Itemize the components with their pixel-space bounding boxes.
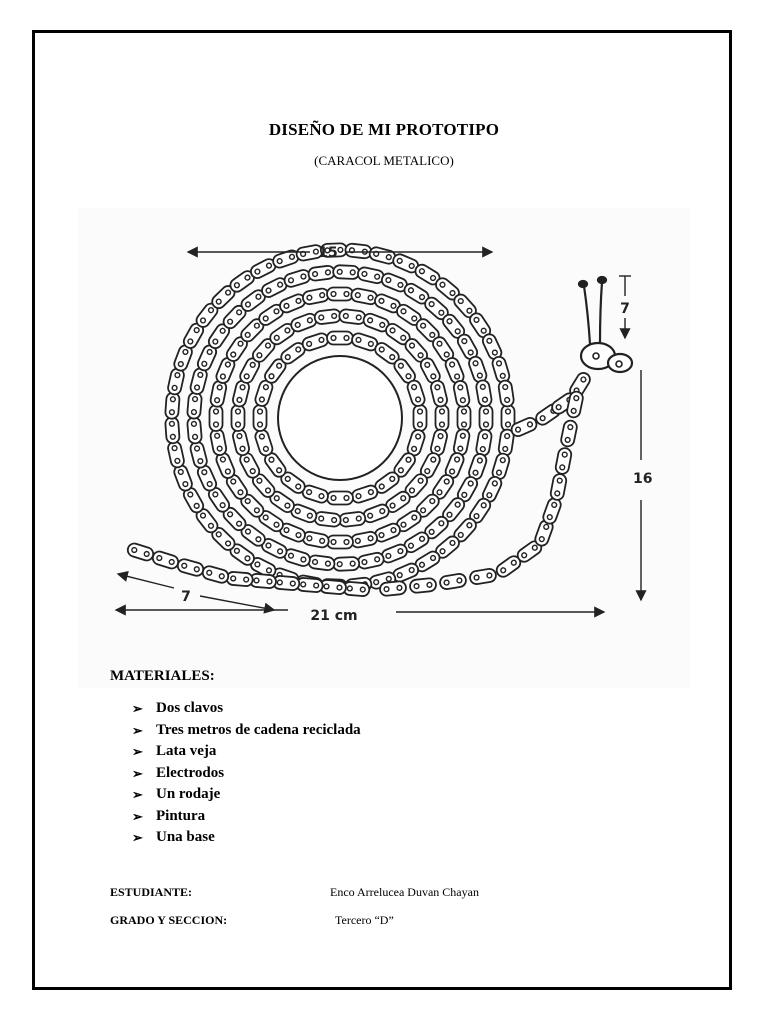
dimension-antenna: 7 [620, 301, 630, 317]
list-item: ➢Lata veja [132, 741, 361, 763]
student-label: ESTUDIANTE: [110, 885, 193, 899]
arrow-bullet-icon: ➢ [132, 744, 143, 760]
page-title: DISEÑO DE MI PROTOTIPO [268, 120, 500, 139]
list-item: ➢Electrodos [132, 763, 361, 785]
snail-head [579, 341, 634, 374]
arrow-bullet-icon: ➢ [132, 701, 143, 717]
snail-antennae [577, 275, 608, 345]
dimension-height: 16 [633, 471, 652, 487]
list-item: ➢Un rodaje [132, 784, 361, 806]
grade-label: GRADO Y SECCION: [110, 913, 228, 927]
arrow-bullet-icon: ➢ [132, 765, 143, 781]
arrow-bullet-icon: ➢ [132, 787, 143, 803]
arrow-bullet-icon: ➢ [132, 830, 143, 846]
list-item: ➢Dos clavos [132, 698, 361, 720]
dimension-labels: 15 7 16 7 21 cm [181, 245, 652, 624]
page-subtitle: (CARACOL METALICO) [314, 153, 454, 168]
shell-center-hole [277, 355, 403, 481]
dimension-lines [114, 246, 647, 618]
arrow-bullet-icon: ➢ [132, 722, 143, 738]
grade-value: Tercero “D” [335, 913, 394, 927]
arrow-bullet-icon: ➢ [132, 808, 143, 824]
list-item: ➢Pintura [132, 806, 361, 828]
snail-prototype-drawing: 15 7 16 7 21 cm [78, 208, 690, 688]
dimension-tail: 7 [181, 589, 191, 605]
page-border [32, 30, 732, 990]
materials-heading: MATERIALES: [110, 668, 215, 684]
list-item: ➢Una base [132, 827, 361, 849]
student-name: Enco Arrelucea Duvan Chayan [330, 885, 479, 899]
list-item: ➢Tres metros de cadena reciclada [132, 720, 361, 742]
dimension-width: 15 [318, 245, 337, 261]
dimension-total: 21 cm [310, 608, 357, 624]
materials-list: ➢Dos clavos ➢Tres metros de cadena recic… [132, 698, 361, 849]
chain-links [126, 242, 591, 597]
